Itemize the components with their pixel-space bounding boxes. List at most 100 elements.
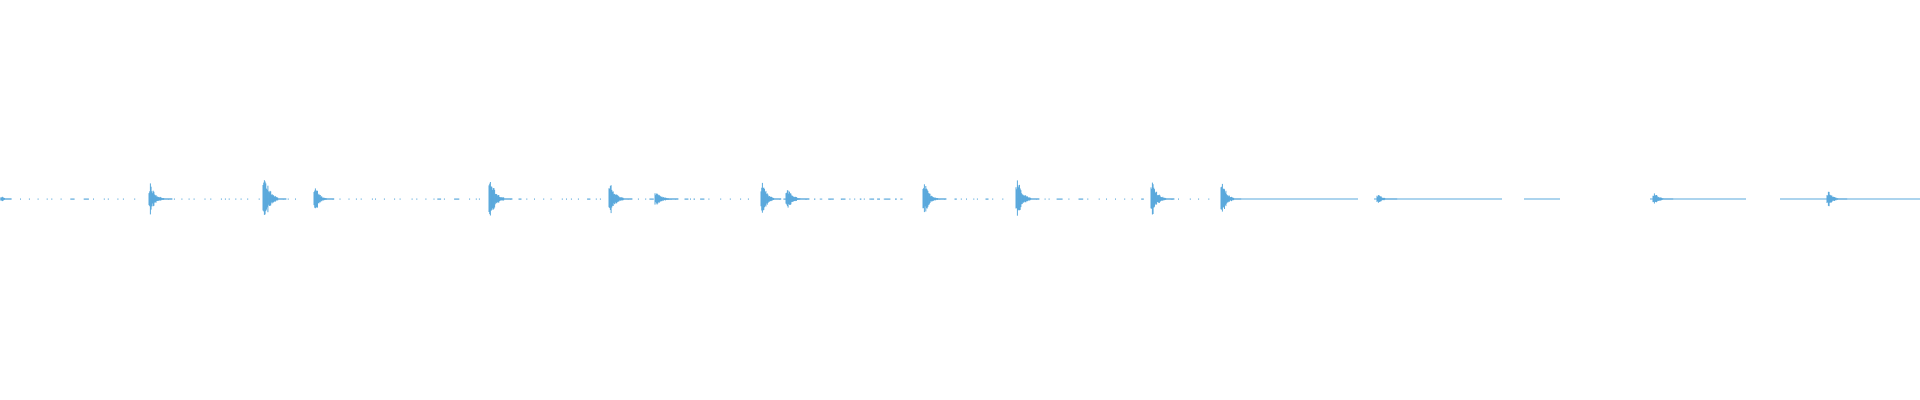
burst-tail xyxy=(264,198,287,200)
waveform-noise-sample xyxy=(869,198,871,200)
waveform-noise-sample xyxy=(895,198,897,200)
waveform-noise-sample xyxy=(1087,198,1089,200)
waveform-noise-sample xyxy=(117,198,119,200)
waveform-segment xyxy=(1780,198,1920,200)
waveform-noise-sample xyxy=(561,198,563,200)
waveform-noise-sample xyxy=(550,198,552,200)
waveform-noise-sample xyxy=(416,198,418,200)
waveform-noise-sample xyxy=(1198,198,1200,200)
waveform-noise-sample xyxy=(693,198,695,200)
waveform-noise-sample xyxy=(411,198,413,200)
waveform-burst xyxy=(1220,183,1242,212)
waveform-noise-sample xyxy=(599,198,601,200)
waveform-noise-sample xyxy=(295,198,296,200)
waveform-burst xyxy=(654,193,679,205)
waveform-noise-sample xyxy=(684,198,689,200)
burst-tail xyxy=(924,198,947,200)
waveform-noise-sample xyxy=(1056,198,1063,200)
waveform-burst xyxy=(1376,195,1398,203)
waveform-noise-sample xyxy=(454,198,460,200)
waveform-noise-sample xyxy=(840,198,846,200)
waveform-noise-sample xyxy=(1178,198,1179,200)
waveform-noise-sample xyxy=(814,198,816,200)
waveform-bursts xyxy=(0,180,1848,216)
waveform-noise-sample xyxy=(901,198,903,200)
waveform-noise-sample xyxy=(821,198,823,200)
waveform-noise-sample xyxy=(469,198,471,200)
waveform-noise-sample xyxy=(478,198,480,200)
waveform-noise-sample xyxy=(859,198,861,200)
burst-tail xyxy=(610,198,633,200)
waveform-noise-sample xyxy=(985,198,989,200)
waveform-noise-sample xyxy=(228,198,230,200)
waveform-noise-sample xyxy=(122,198,124,200)
waveform-noise-sample xyxy=(729,198,731,200)
waveform-noise-sample xyxy=(870,198,875,200)
waveform-noise-sample xyxy=(339,198,341,200)
waveform-noise-sample xyxy=(1106,198,1107,200)
waveform-noise-sample xyxy=(645,198,647,200)
waveform-burst xyxy=(313,188,335,209)
waveform-burst xyxy=(488,182,513,216)
waveform-burst xyxy=(148,183,173,215)
waveform-segment xyxy=(1222,198,1358,200)
waveform-burst xyxy=(760,182,782,213)
waveform-noise-sample xyxy=(173,198,175,200)
waveform-noise-sample xyxy=(383,198,385,200)
burst-tail xyxy=(656,198,679,200)
waveform-noise-sample xyxy=(960,198,962,200)
waveform-noise-sample xyxy=(637,198,639,200)
waveform-noise-sample xyxy=(240,198,242,200)
waveform-noise-sample xyxy=(883,198,885,200)
waveform-noise-sample xyxy=(360,198,362,200)
burst-tail xyxy=(1378,198,1398,200)
waveform-noise-sample xyxy=(895,198,896,200)
waveform-noise-sample xyxy=(20,198,21,200)
waveform-noise-sample xyxy=(93,198,94,200)
waveform-noise-sample xyxy=(819,198,821,200)
waveform-noise-sample xyxy=(577,198,579,200)
waveform-segment xyxy=(1452,198,1502,200)
waveform-burst xyxy=(262,180,287,215)
waveform-noise-sample xyxy=(1044,198,1046,200)
waveform-burst xyxy=(608,185,633,214)
waveform-noise-sample xyxy=(708,198,710,200)
waveform-noise-sample xyxy=(134,198,136,200)
waveform-noise-sample xyxy=(877,198,880,200)
waveform-noise-sample xyxy=(348,198,350,200)
waveform-noise-sample xyxy=(371,198,373,200)
waveform-noise-sample xyxy=(1002,198,1004,200)
waveform-noise-sample xyxy=(828,198,834,200)
waveform-noise-sample xyxy=(443,198,445,200)
waveform-noise-sample xyxy=(193,198,195,200)
waveform-noise-sample xyxy=(475,198,477,200)
waveform-noise-sample xyxy=(976,198,978,200)
waveform-noise-sample xyxy=(1208,198,1210,200)
waveform-noise-sample xyxy=(103,198,105,200)
waveform-noise-sample xyxy=(181,198,183,200)
waveform-noise-sample xyxy=(992,198,994,200)
waveform-noise-sample xyxy=(60,198,62,200)
burst-tail xyxy=(762,198,782,200)
waveform-noise-sample xyxy=(526,198,528,200)
waveform-noise-sample xyxy=(224,198,226,200)
burst-tail xyxy=(150,198,173,200)
burst-tail xyxy=(1152,198,1175,200)
waveform-noise-sample xyxy=(534,198,535,200)
waveform-segment xyxy=(1374,198,1502,200)
waveform-burst xyxy=(1150,182,1175,215)
waveform-burst xyxy=(0,196,12,202)
waveform-noise-sample xyxy=(566,198,567,200)
waveform-noise-sample xyxy=(437,198,442,200)
waveform-noise-sample xyxy=(860,198,862,200)
waveform-noise-sample xyxy=(1068,198,1070,200)
waveform-noise-sample xyxy=(966,198,967,200)
waveform-noise-sample xyxy=(587,198,591,200)
waveform-burst xyxy=(1826,191,1848,207)
waveform-noise-sample xyxy=(849,198,851,200)
burst-tail xyxy=(490,198,513,200)
waveform-noise-sample xyxy=(900,198,902,200)
waveform-noise-sample xyxy=(51,198,53,200)
waveform-noise-sample xyxy=(394,198,396,200)
